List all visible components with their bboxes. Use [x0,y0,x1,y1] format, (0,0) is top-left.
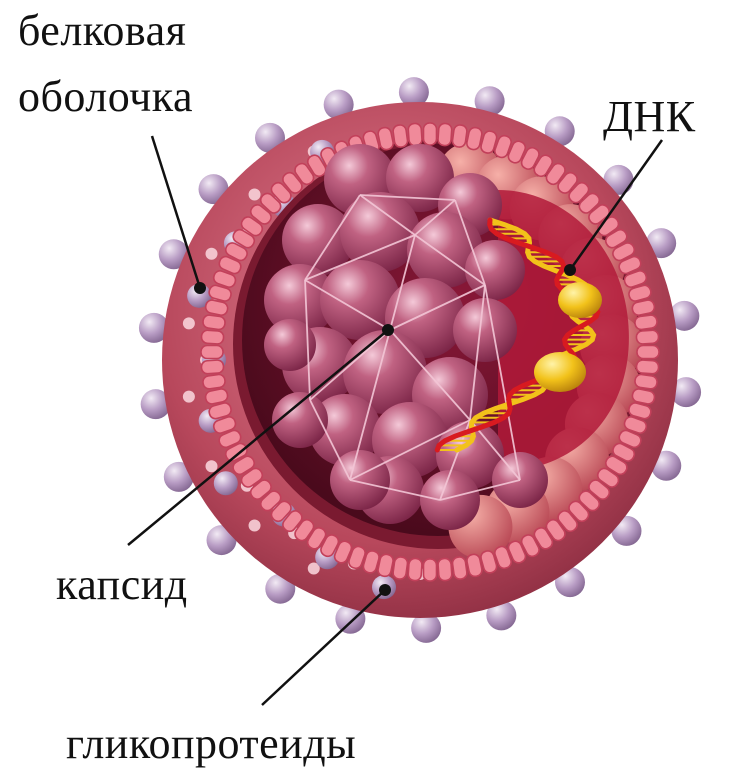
label-protein-shell-line2: оболочка [18,72,193,122]
leader-dot-protein-shell [194,282,206,294]
surface-spot [206,248,218,260]
capsid-protein-sphere [453,298,517,362]
surface-spot [249,519,261,531]
surface-spot [183,317,195,329]
membrane-bead [452,556,468,580]
surface-spot [249,189,261,201]
surface-spot [206,460,218,472]
membrane-bead [202,374,226,390]
leader-dot-dna [564,264,576,276]
membrane-bead [438,123,452,146]
membrane-bead [636,330,659,344]
membrane-bead [438,558,452,581]
membrane-bead [408,123,422,146]
glycoprotein-knob [214,471,238,495]
membrane-bead [201,330,224,344]
label-dna: ДНК [603,92,696,142]
membrane-bead [392,124,408,148]
dna-protein-blob [534,352,586,392]
membrane-bead [424,123,437,145]
leader-dot-glycoproteins [379,584,391,596]
label-capsid: капсид [56,560,188,610]
capsid-protein-sphere [420,470,480,530]
membrane-bead [201,360,224,374]
membrane-bead [452,124,468,148]
label-glycoproteins: гликопротеиды [66,719,356,769]
dna-protein-blob [558,282,602,318]
membrane-bead [424,559,437,581]
membrane-bead [408,558,422,581]
membrane-bead [634,314,658,330]
membrane-bead [392,556,408,580]
membrane-bead [202,314,226,330]
leader-dot-capsid [382,324,394,336]
surface-spot [183,391,195,403]
leader-line-glycoproteins [262,590,385,705]
membrane-bead [201,346,223,359]
membrane-bead [634,374,658,390]
label-protein-shell-line1: белковая [18,6,186,56]
membrane-bead [637,346,659,359]
membrane-bead [636,360,659,374]
